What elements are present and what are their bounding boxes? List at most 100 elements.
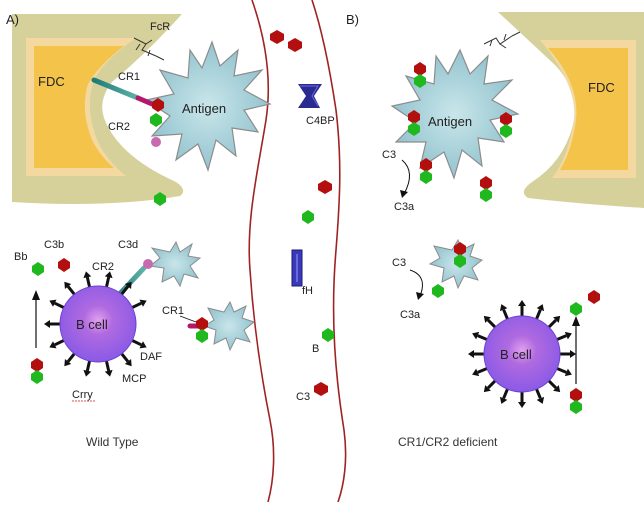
membrane-protein-head <box>536 396 545 404</box>
membrane-protein-head <box>553 315 561 323</box>
fdc-cr2-receptor <box>105 137 161 147</box>
c3d-fragment <box>31 370 43 384</box>
vessel-wall-left <box>248 0 275 503</box>
bcell-left-label: B cell <box>76 317 108 332</box>
fdc-cr2-label: CR2 <box>108 121 130 133</box>
membrane-protein-head <box>44 320 50 328</box>
factor-h-molecule <box>291 249 303 287</box>
bcell-cr2-label: CR2 <box>92 261 114 273</box>
membrane-protein-head <box>139 299 147 307</box>
fdc-cr1-label: CR1 <box>118 71 140 83</box>
c3d-fragment <box>480 188 492 202</box>
c3b-fragment <box>318 180 332 194</box>
c3b-fragment <box>588 290 600 304</box>
membrane-protein-head <box>472 368 480 377</box>
c3d-fragment <box>454 254 466 268</box>
fdc-cr1-stalk <box>91 77 141 101</box>
membrane-protein-head <box>104 271 113 279</box>
c3d-label: C3d <box>118 239 138 251</box>
membrane-protein-head <box>124 281 132 289</box>
c3d-fragment <box>570 302 582 316</box>
c3d-fragment <box>322 328 334 342</box>
c3b-fragment <box>270 30 284 44</box>
c3b-fragment <box>408 110 420 124</box>
cleavage-arrowhead-mid <box>416 292 424 300</box>
membrane-protein-head <box>564 331 572 340</box>
fcr-label: FcR <box>150 21 170 33</box>
c3b-fragment <box>31 358 43 372</box>
membrane-protein-head <box>499 304 508 312</box>
c3d-fragment <box>302 210 314 224</box>
c3d-fragment <box>570 400 582 414</box>
membrane-protein-head <box>499 396 508 404</box>
bcell-right: B cell <box>483 315 561 393</box>
membrane-protein-head <box>104 369 113 377</box>
c3d-fragment <box>154 192 166 206</box>
antigen-right-label: Antigen <box>428 114 472 129</box>
fdc-left: FDC <box>12 14 184 204</box>
c3b-fragment <box>570 388 582 402</box>
up-arrow-left <box>32 290 40 348</box>
membrane-protein-head <box>483 315 491 323</box>
bcell-cr1-label: CR1 <box>162 305 184 317</box>
bcell-cr2-tip <box>143 259 153 269</box>
c3d-fragment <box>432 284 444 298</box>
membrane-protein-head <box>49 299 57 307</box>
caption-cr1-cr2-deficient: CR1/CR2 deficient <box>398 435 498 449</box>
membrane-protein-head <box>553 385 561 393</box>
fdc-left-label: FDC <box>38 74 65 89</box>
fcr-right-receptor-icon <box>483 33 513 49</box>
antigen-left: Antigen <box>144 40 272 172</box>
c3b-fragment <box>414 62 426 76</box>
vessel-wall-right <box>311 0 347 503</box>
fdc-right-label: FDC <box>588 80 615 95</box>
membrane-protein-head <box>468 350 474 358</box>
c3b-fragment <box>196 317 208 331</box>
caption-wild-type: Wild Type <box>86 435 139 449</box>
membrane-protein-head <box>64 359 72 367</box>
c3d-fragment <box>408 122 420 136</box>
fdc-left-inner <box>34 46 124 168</box>
c3b-fragment <box>58 258 70 272</box>
daf-label: DAF <box>140 351 162 363</box>
c3d-fragment <box>414 74 426 88</box>
c3b-fragment <box>420 158 432 172</box>
membrane-protein-head <box>49 341 57 349</box>
factor-h-label: fH <box>302 285 313 297</box>
panel-label-b: B) <box>346 12 359 27</box>
c3b-fragment <box>480 176 492 190</box>
bcell-right-label: B cell <box>500 347 532 362</box>
membrane-protein-head <box>564 368 572 377</box>
c3-vessel-label: C3 <box>296 391 310 403</box>
membrane-protein-head <box>472 331 480 340</box>
membrane-protein-head <box>124 359 132 367</box>
fdc-right: FDC <box>498 12 644 208</box>
antigen-small-right <box>202 300 256 352</box>
up-arrow-right <box>572 316 580 384</box>
antigen-small-top <box>148 240 202 288</box>
fcr-left-stalk <box>155 55 165 61</box>
c3a-right-mid-label: C3a <box>400 309 421 321</box>
c3a-right-top-label: C3a <box>394 201 415 213</box>
membrane-protein-head <box>570 350 576 358</box>
fdc-cr1-receptor <box>91 77 155 107</box>
fcr-left <box>133 37 165 61</box>
fcr-right <box>483 31 521 49</box>
factor-b-label: B <box>312 343 319 355</box>
membrane-protein-head <box>83 271 92 279</box>
bb-label: Bb <box>14 251 27 263</box>
cleavage-arrow-mid <box>409 269 423 297</box>
c3d-fragment <box>500 124 512 138</box>
antigen-left-shape <box>144 40 272 172</box>
membrane-protein-head <box>83 369 92 377</box>
membrane-protein-head <box>518 402 526 408</box>
c3d-fragment <box>150 113 162 127</box>
fcr-left-receptor-icon <box>133 37 157 57</box>
c3d-fragment <box>32 262 44 276</box>
fdc-cr2-tip <box>151 137 161 147</box>
cr1-pointer <box>179 315 197 323</box>
c3-right-top-label: C3 <box>382 149 396 161</box>
c3b-fragment <box>454 242 466 256</box>
